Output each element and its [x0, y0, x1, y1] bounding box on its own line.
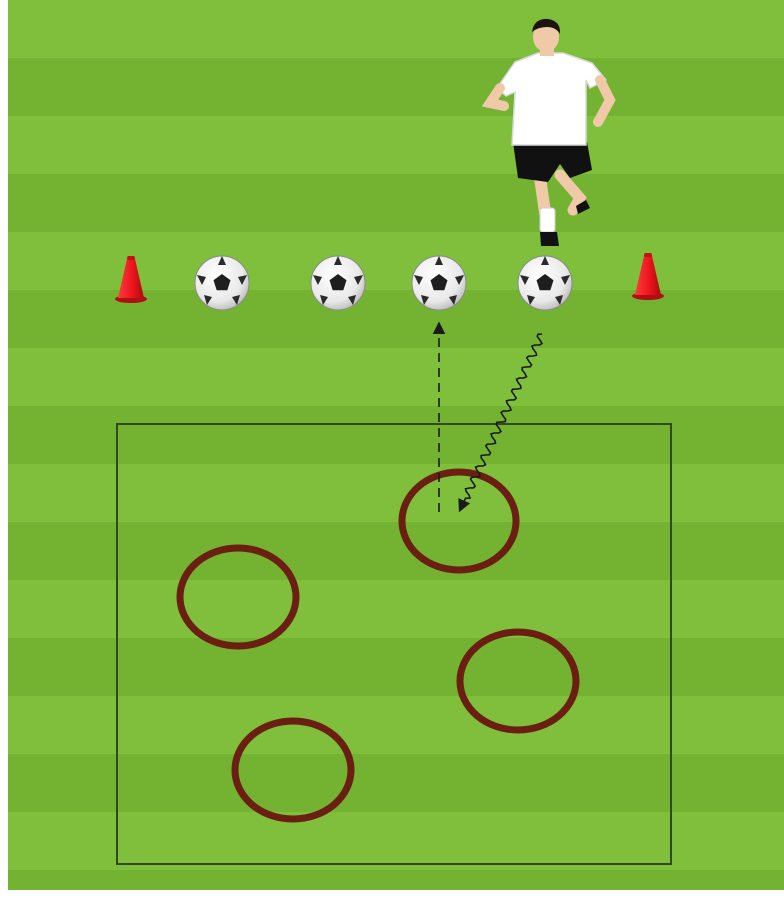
pitch-stripe: [8, 0, 784, 58]
pitch-stripe: [8, 638, 784, 696]
pitch-stripe: [8, 58, 784, 116]
ball-2: [311, 256, 365, 310]
pitch-stripe: [8, 174, 784, 232]
pitch-stripe: [8, 464, 784, 522]
pitch-stripe: [8, 116, 784, 174]
pitch-stripe: [8, 348, 784, 406]
pitch-stripe: [8, 406, 784, 464]
pitch-stripe: [8, 812, 784, 870]
ball-4: [518, 256, 572, 310]
ball-3: [412, 256, 466, 310]
pitch: [8, 0, 784, 890]
pitch-stripe: [8, 522, 784, 580]
ball-1: [195, 256, 249, 310]
pitch-stripe: [8, 580, 784, 638]
pitch-stripe: [8, 870, 784, 890]
pitch-stripe: [8, 696, 784, 754]
pitch-stripe: [8, 754, 784, 812]
